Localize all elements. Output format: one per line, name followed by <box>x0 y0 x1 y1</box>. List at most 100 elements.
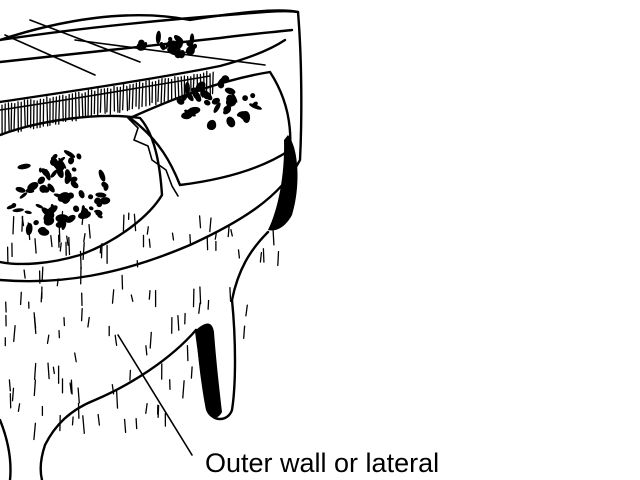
texture-stroke <box>97 413 101 426</box>
trabecular-blob <box>15 186 26 193</box>
texture-stroke <box>209 217 212 233</box>
trabecular-blob <box>223 106 231 113</box>
texture-stroke <box>229 286 232 302</box>
trabecular-blob <box>195 95 202 102</box>
trabecular-blob <box>33 220 39 226</box>
texture-stroke <box>33 422 37 441</box>
trabecular-blob <box>64 172 72 185</box>
trabecular-blob <box>27 181 39 191</box>
texture-stroke <box>34 238 37 254</box>
trabecular-blob <box>249 103 262 110</box>
texture-stroke <box>58 217 62 226</box>
texture-stroke <box>145 345 148 356</box>
callout-label: Outer wall or lateral <box>205 448 439 478</box>
texture-stroke <box>33 379 37 397</box>
trabecular-blob <box>174 50 183 59</box>
trabecular-blob <box>73 205 80 213</box>
trabecular-blob <box>213 102 221 113</box>
texture-stroke <box>237 249 241 259</box>
texture-stroke <box>262 248 265 263</box>
crest-hatch-stroke <box>148 79 151 106</box>
texture-stroke <box>148 238 151 248</box>
texture-stroke <box>198 302 201 314</box>
top-rim <box>0 9 300 42</box>
trabecular-pattern-right <box>176 75 262 131</box>
lateral-wall-shadow <box>268 135 298 231</box>
texture-stroke <box>129 369 132 381</box>
trabecular-blob <box>236 111 248 118</box>
trabecular-blob <box>37 176 46 185</box>
trabecular-blob <box>24 210 32 215</box>
trabecular-blob <box>12 208 24 213</box>
crest-hatch-stroke <box>157 79 160 103</box>
lower-left-leg <box>0 418 12 480</box>
texture-stroke <box>82 242 85 260</box>
texture-stroke <box>100 243 103 259</box>
crest-hatch-stroke <box>163 78 166 102</box>
trabecular-pattern-left <box>6 150 111 236</box>
trabecular-blob <box>88 206 94 211</box>
texture-stroke <box>207 299 210 310</box>
trabecular-blob <box>39 184 48 193</box>
trabecular-blob <box>165 38 172 50</box>
trabecular-blob <box>78 190 85 199</box>
texture-stroke <box>145 403 148 414</box>
texture-stroke <box>74 352 77 363</box>
texture-stroke <box>230 229 233 237</box>
fracture-line <box>127 117 179 197</box>
texture-stroke <box>87 316 90 328</box>
texture-stroke <box>83 233 86 243</box>
trabecular-blob <box>68 157 75 165</box>
trabecular-blob <box>169 44 175 53</box>
trabecular-blob <box>43 211 55 222</box>
texture-stroke <box>46 334 50 345</box>
texture-stroke <box>61 210 64 227</box>
trabecular-blob <box>38 228 50 236</box>
trabecular-blob <box>211 97 220 105</box>
trabecular-blob <box>101 181 108 188</box>
texture-stroke <box>50 234 53 248</box>
crest-hatch-stroke <box>103 88 106 114</box>
trabecular-blob <box>221 75 230 84</box>
trabecular-blob <box>217 82 225 89</box>
texture-stroke <box>182 380 185 399</box>
texture-stroke <box>52 366 55 375</box>
texture-stroke <box>68 236 71 256</box>
texture-stroke <box>71 416 74 426</box>
texture-stroke <box>41 266 44 281</box>
trabecular-blob <box>187 106 201 115</box>
crest-hatch-stroke <box>211 71 214 95</box>
texture-stroke <box>198 215 202 229</box>
crest-outline <box>0 38 287 104</box>
trabecular-blob <box>176 97 185 105</box>
trabecular-blob <box>44 168 51 181</box>
texture-stroke <box>189 234 192 246</box>
texture-stroke <box>186 345 189 362</box>
texture-stroke <box>21 215 24 232</box>
texture-stroke <box>70 379 73 395</box>
texture-stroke <box>27 222 31 241</box>
texture-stroke <box>199 286 202 305</box>
trabecular-blob <box>50 158 58 167</box>
texture-stroke <box>111 384 115 395</box>
texture-stroke <box>8 379 11 392</box>
trabecular-blob <box>57 156 66 164</box>
texture-stroke <box>277 251 280 267</box>
trabecular-blob <box>70 181 79 189</box>
trabecular-blob <box>173 35 184 44</box>
trabecular-blob <box>155 30 161 44</box>
trabecular-blob <box>17 163 31 170</box>
texture-stroke <box>227 224 230 238</box>
label-leader-line <box>117 334 193 456</box>
trabecular-blob <box>76 153 82 160</box>
trabecular-blob <box>226 116 236 128</box>
texture-stroke <box>133 213 137 232</box>
texture-stroke <box>56 278 59 287</box>
trabecular-blob <box>38 167 42 173</box>
texture-stroke <box>114 334 118 346</box>
trabecular-blob <box>47 183 55 193</box>
texture-stroke <box>12 216 15 235</box>
trabecular-blob <box>207 121 217 131</box>
crest-hatch-stroke <box>128 84 131 111</box>
crest-hatch-stroke <box>174 76 177 100</box>
